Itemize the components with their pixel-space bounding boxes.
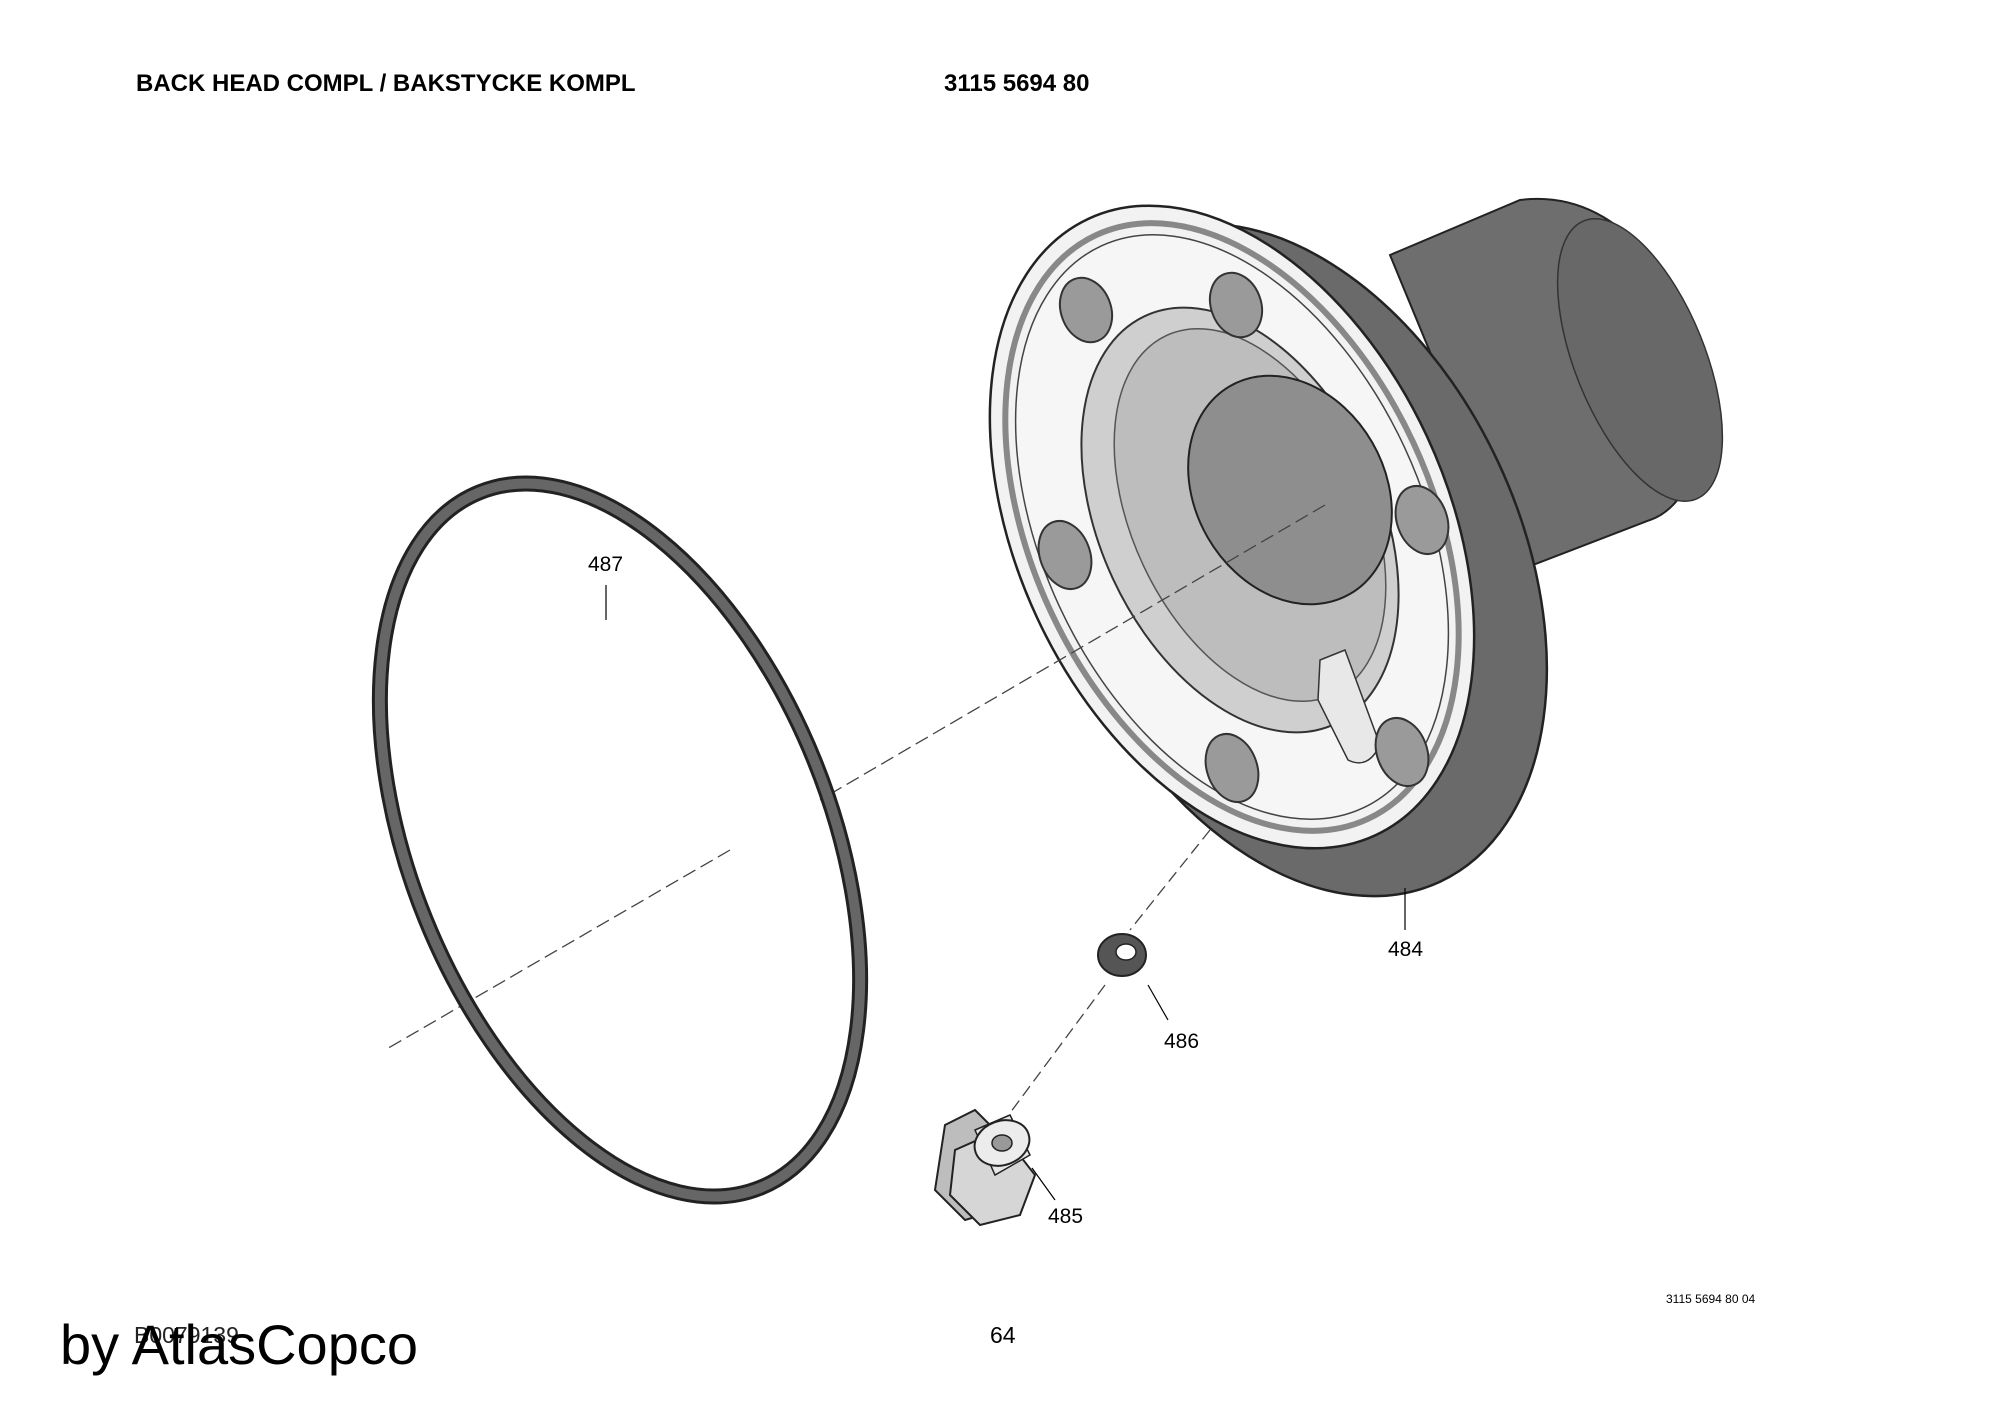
drawing-title: BACK HEAD COMPL / BAKSTYCKE KOMPL xyxy=(136,70,636,97)
page-number: 64 xyxy=(990,1322,1016,1348)
drawing-number: B0079139 xyxy=(134,1322,239,1348)
leader-486 xyxy=(1147,984,1169,1021)
part-number: 3115 5694 80 xyxy=(944,70,1090,97)
callout-486: 486 xyxy=(1164,1030,1200,1053)
center-axis-line-lower xyxy=(384,849,731,1051)
washer-part xyxy=(1097,933,1147,977)
leader-485 xyxy=(1031,1167,1056,1201)
nipple-fitting-part xyxy=(933,1108,1037,1227)
callout-484: 484 xyxy=(1388,938,1424,961)
callout-485: 485 xyxy=(1048,1205,1084,1228)
back-head-part xyxy=(988,197,1724,898)
center-axis-line xyxy=(819,504,1326,801)
document-reference: 3115 5694 80 04 xyxy=(1666,1292,1756,1306)
brand-watermark: by AtlasCopco xyxy=(60,1313,418,1376)
callout-487: 487 xyxy=(588,553,624,576)
assembly-line-nipple xyxy=(989,984,1106,1141)
o-ring-part xyxy=(371,475,869,1205)
assembly-line-washer xyxy=(1129,829,1211,931)
